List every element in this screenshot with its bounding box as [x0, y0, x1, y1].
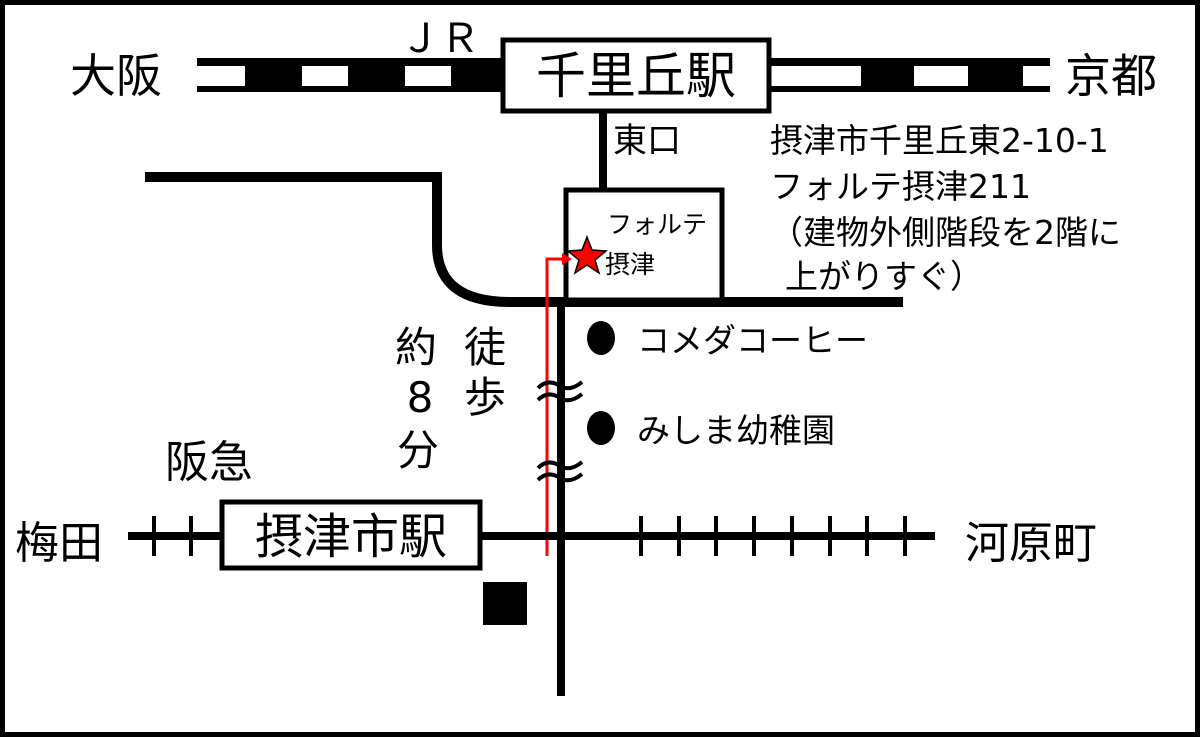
- svg-text:上がりすぐ）: 上がりすぐ）: [785, 257, 983, 296]
- dot-icon: [587, 411, 615, 445]
- hankyu-line-label: 阪急: [165, 437, 253, 488]
- hankyu-station-name: 摂津市駅: [255, 509, 447, 565]
- address-block: 摂津市千里丘東2-10-1 フォルテ摂津211 （建物外側階段を2階に 上がりす…: [770, 121, 1121, 296]
- jr-east-label: 京都: [1065, 49, 1157, 103]
- exit-path: [599, 112, 607, 189]
- svg-text:分: 分: [397, 426, 439, 475]
- dot-icon: [587, 321, 615, 355]
- hankyu-line: [128, 532, 935, 540]
- svg-text:約: 約: [395, 323, 437, 372]
- landmark-komeda: コメダコーヒー: [637, 321, 868, 360]
- route-arrow-icon: [562, 253, 572, 265]
- svg-text:摂津市千里丘東2-10-1: 摂津市千里丘東2-10-1: [770, 121, 1109, 160]
- square-marker-icon: [483, 582, 527, 625]
- walk-time: 約 8 分 徒 歩: [395, 323, 506, 475]
- exit-label: 東口: [613, 121, 681, 161]
- hankyu-west-label: 梅田: [15, 518, 103, 569]
- jr-station-name: 千里丘駅: [536, 47, 736, 105]
- svg-text:歩: 歩: [464, 373, 506, 422]
- star-icon: [566, 234, 608, 275]
- jr-line: [197, 58, 1050, 92]
- landmark-mishima: みしま幼稚園: [637, 411, 835, 450]
- svg-text:（建物外側階段を2階に: （建物外側階段を2階に: [770, 213, 1121, 252]
- jr-west-label: 大阪: [70, 49, 162, 103]
- svg-text:フォルテ摂津211: フォルテ摂津211: [770, 167, 1031, 206]
- building-forte-settsu: [563, 187, 725, 303]
- svg-text:徒: 徒: [464, 323, 506, 372]
- road-vertical: [557, 300, 565, 696]
- building-name-line2: 摂津: [605, 250, 655, 279]
- distance-break-icon: [536, 380, 584, 483]
- hankyu-station-box: [219, 499, 483, 571]
- jr-line-label: ＪＲ: [400, 16, 480, 62]
- hankyu-east-label: 河原町: [965, 518, 1097, 569]
- road-upper: [145, 172, 903, 307]
- svg-text:8: 8: [407, 373, 434, 422]
- hankyu-ticks: [152, 516, 907, 556]
- building-name-line1: フォルテ: [607, 210, 707, 239]
- jr-station-box: [500, 37, 772, 114]
- walking-route: [545, 257, 562, 556]
